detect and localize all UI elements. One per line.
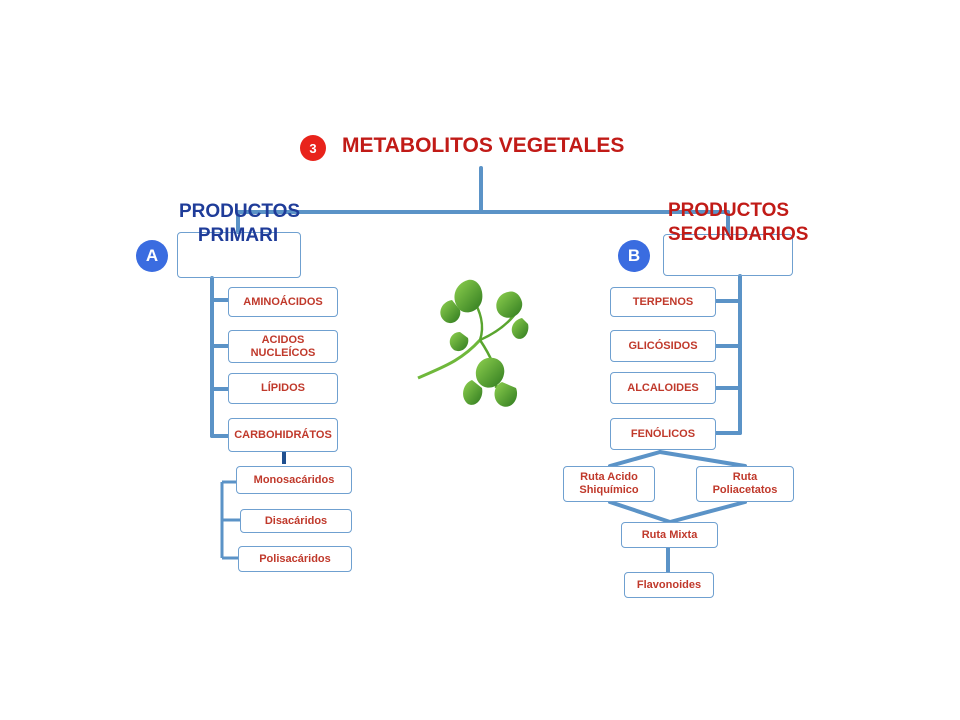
primary-item: AMINOÁCIDOS — [228, 287, 338, 317]
route-mixed: Ruta Mixta — [621, 522, 718, 548]
secondary-badge: B — [618, 240, 650, 272]
section-number-badge: 3 — [300, 135, 326, 161]
route-polyacetates: Ruta Poliacetatos — [696, 466, 794, 502]
secondary-products-label: PRODUCTOS SECUNDARIOS — [668, 200, 809, 245]
secondary-item: GLICÓSIDOS — [610, 330, 716, 362]
route-flavonoids: Flavonoides — [624, 572, 714, 598]
primary-item: ACIDOS NUCLEÍCOS — [228, 330, 338, 363]
primary-products-box — [177, 232, 301, 278]
secondary-products-box — [663, 234, 793, 276]
primary-products-label: PRODUCTOS PRIMARI — [179, 201, 301, 246]
secondary-item: FENÓLICOS — [610, 418, 716, 450]
carb-item: Monosacáridos — [236, 466, 352, 494]
secondary-item: ALCALOIDES — [610, 372, 716, 404]
primary-item: CARBOHIDRÁTOS — [228, 418, 338, 452]
route-shikimic: Ruta Acido Shiquímico — [563, 466, 655, 502]
carb-item: Disacáridos — [240, 509, 352, 533]
parsley-image — [417, 279, 529, 407]
diagram-title: METABOLITOS VEGETALES — [342, 134, 625, 157]
primary-badge: A — [136, 240, 168, 272]
carb-item: Polisacáridos — [238, 546, 352, 572]
primary-item: LÍPIDOS — [228, 373, 338, 404]
secondary-item: TERPENOS — [610, 287, 716, 317]
